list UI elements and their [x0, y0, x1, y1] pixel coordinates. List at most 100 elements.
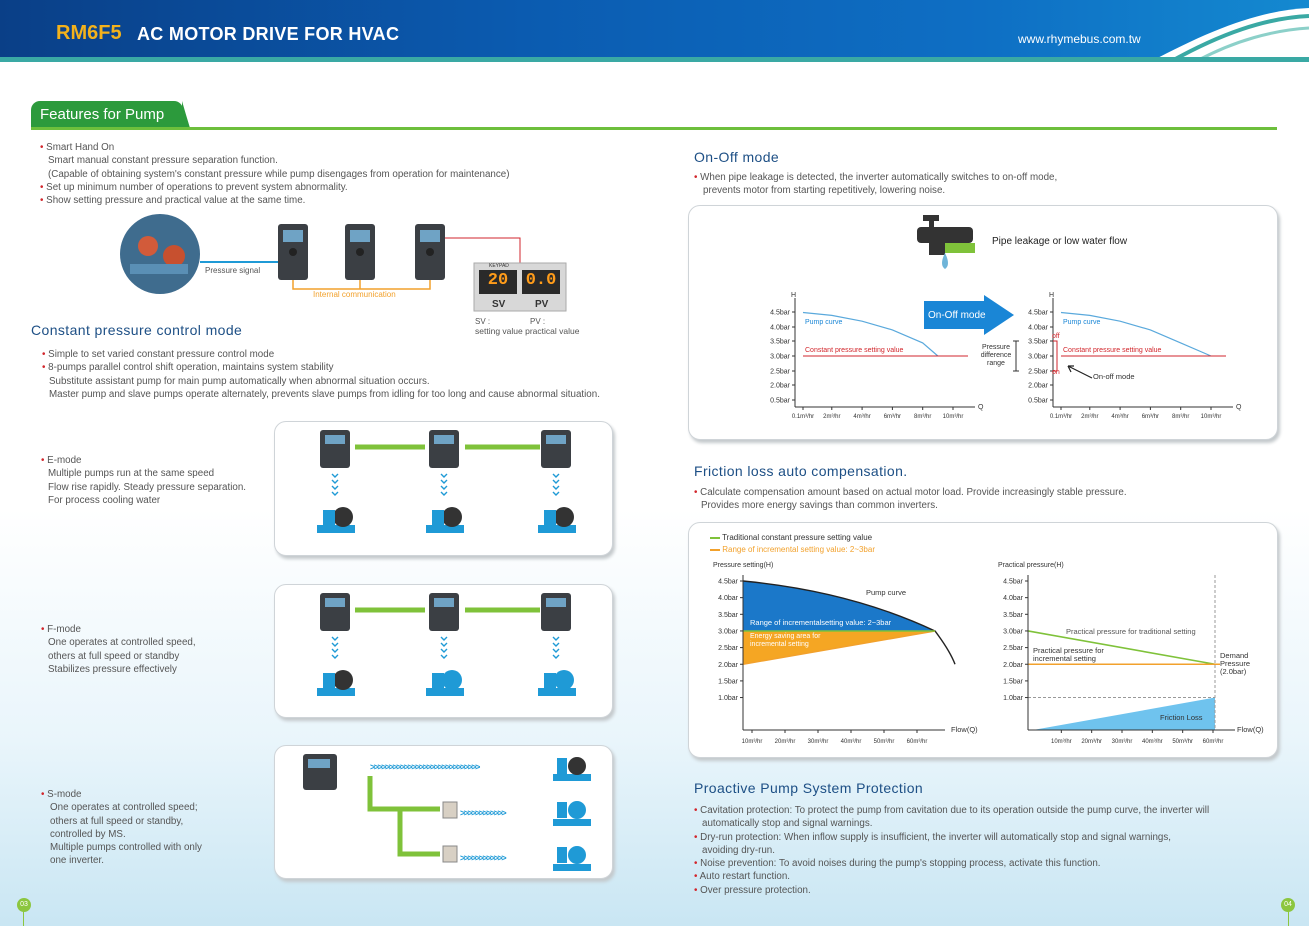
- onoff-title: On-Off mode: [694, 149, 780, 165]
- y-tick-label: 1.0bar: [1003, 695, 1024, 702]
- x-tick-label: 6m³/hr: [1142, 414, 1159, 420]
- protection-title: Proactive Pump System Protection: [694, 780, 924, 796]
- page-number-left: 03: [17, 898, 31, 912]
- y-tick-label: 3.5bar: [770, 339, 791, 346]
- pump-curve-area: [743, 581, 935, 631]
- pump-curve-line: [802, 311, 939, 357]
- leak-label: Pipe leakage or low water flow: [992, 236, 1128, 247]
- smode-flow-arrows-1: >>>>>>>>>>>>>>>>>>>>>>>>>>>>>: [370, 762, 480, 772]
- y-tick-label: 4.5bar: [770, 310, 791, 317]
- tab-corner: [182, 101, 190, 128]
- website-link[interactable]: www.rhymebus.com.tw: [1018, 32, 1141, 46]
- x-tick-label: 6m³/hr: [884, 414, 901, 420]
- onoff-chart-right: HQ4.5bar4.0bar3.5bar3.0bar2.5bar2.0bar0.…: [1028, 292, 1242, 420]
- x-tick-label: 40m³/hr: [841, 739, 862, 745]
- energy-saving-area: [743, 630, 935, 665]
- smart-hand-bullets: • Smart Hand On Smart manual constant pr…: [40, 142, 510, 207]
- sv-pv-caption: setting value practical value: [475, 326, 580, 336]
- pump-icon: [553, 801, 591, 826]
- y-tick-label: 3.0bar: [1028, 354, 1049, 361]
- x-tick-label: 50m³/hr: [874, 739, 895, 745]
- pump-icon: [553, 846, 591, 871]
- friction-loss-label: Friction Loss: [1160, 713, 1203, 722]
- y-tick-label: 3.0bar: [718, 628, 739, 635]
- x-tick-label: 60m³/hr: [1203, 739, 1224, 745]
- y-tick-label: 0.5bar: [770, 398, 791, 405]
- faucet-icon: [917, 215, 975, 269]
- pump-icon: [538, 670, 576, 696]
- legend-traditional: Traditional constant pressure setting va…: [710, 533, 872, 542]
- legend-incremental: Range of incremental setting value: 2~3b…: [710, 545, 875, 554]
- onoff-bullet: • When pipe leakage is detected, the inv…: [694, 172, 1058, 197]
- pump-curve-label: Pump curve: [1063, 319, 1100, 326]
- x-tick-label: 4m³/hr: [853, 414, 870, 420]
- smode-text: • S-mode One operates at controlled spee…: [41, 789, 202, 867]
- friction-right-ylabel: Practical pressure(H): [998, 562, 1064, 569]
- x-tick-label: 8m³/hr: [1172, 414, 1189, 420]
- y-tick-label: 3.5bar: [1028, 339, 1049, 346]
- x-tick-label: 40m³/hr: [1142, 739, 1163, 745]
- y-tick-label: 2.5bar: [1028, 369, 1049, 376]
- y-tick-label: 3.0bar: [770, 354, 791, 361]
- page-right-line: [1288, 911, 1289, 926]
- on-label: on: [1052, 369, 1060, 376]
- y-tick-label: 4.0bar: [1028, 325, 1049, 332]
- onoff-pointer-arrow: [1067, 365, 1093, 379]
- x-tick-label: 30m³/hr: [808, 739, 829, 745]
- pump-icon: [538, 507, 576, 533]
- pump-icon: [426, 507, 464, 533]
- x-tick-label: 20m³/hr: [775, 739, 796, 745]
- pressure-signal-label: Pressure signal: [205, 266, 261, 275]
- section-tab: Features for Pump: [31, 101, 183, 127]
- y-tick-label: 3.0bar: [1003, 628, 1024, 635]
- x-tick-label: 50m³/hr: [1172, 739, 1193, 745]
- traditional-line: [1027, 630, 1216, 666]
- y-tick-label: 2.0bar: [1003, 662, 1024, 669]
- setting-label: Constant pressure setting value: [805, 347, 904, 354]
- x-tick-label: 0.1m³/hr: [792, 414, 814, 420]
- inverter-1: [278, 224, 308, 280]
- pump-room-photo: [120, 214, 200, 294]
- smode-flow-arrows-3: >>>>>>>>>>>>: [460, 853, 507, 863]
- friction-right-xlabel: Flow(Q): [1237, 725, 1264, 734]
- y-tick-label: 0.5bar: [1028, 398, 1049, 405]
- sv-key-label: SV: [492, 299, 506, 310]
- y-tick-label: 4.5bar: [718, 579, 739, 586]
- x-tick-label: 8m³/hr: [914, 414, 931, 420]
- x-tick-label: 10m³/hr: [742, 739, 763, 745]
- constant-pressure-bullets: • Simple to set varied constant pressure…: [42, 349, 600, 400]
- pump-curve-line: [742, 580, 956, 665]
- page-left-line: [23, 911, 24, 926]
- page-title: AC MOTOR DRIVE FOR HVAC: [137, 24, 400, 44]
- x-tick-label: 10m³/hr: [1201, 414, 1222, 420]
- smode-flow-arrows-2: >>>>>>>>>>>>: [460, 808, 507, 818]
- smart-hand-diagram: [120, 214, 567, 312]
- onoff-chart-left: HQ4.5bar4.0bar3.5bar3.0bar2.5bar2.0bar0.…: [770, 292, 984, 420]
- x-axis-label: Q: [1236, 404, 1242, 411]
- x-tick-label: 20m³/hr: [1081, 739, 1102, 745]
- pump-curve-label: Pump curve: [805, 319, 842, 326]
- keypad-label: KEYPAD: [489, 263, 509, 269]
- range-label: Range of incrementalsetting value: 2~3ba…: [750, 618, 892, 627]
- internal-communication-label: Internal communication: [313, 290, 396, 299]
- y-tick-label: 2.5bar: [1003, 645, 1024, 652]
- smode-diagram: [303, 754, 591, 871]
- y-tick-label: 3.5bar: [1003, 612, 1024, 619]
- friction-title: Friction loss auto compensation.: [694, 463, 908, 479]
- x-tick-label: 10m³/hr: [1051, 739, 1072, 745]
- y-tick-label: 3.5bar: [718, 612, 739, 619]
- y-tick-label: 2.5bar: [718, 645, 739, 652]
- pressure-diff-bracket: [1013, 340, 1019, 372]
- pump-icon: [317, 670, 355, 696]
- y-tick-label: 2.5bar: [770, 369, 791, 376]
- friction-chart-left: 4.5bar4.0bar3.5bar3.0bar2.5bar2.0bar1.5b…: [718, 575, 956, 745]
- y-tick-label: 2.0bar: [770, 383, 791, 390]
- fmode-text: • F-mode One operates at controlled spee…: [41, 624, 196, 675]
- onoff-arrow-label: On-Off mode: [928, 310, 986, 321]
- constant-pressure-title: Constant pressure control mode: [31, 322, 243, 338]
- y-tick-label: 1.0bar: [718, 695, 739, 702]
- y-axis-label: H: [791, 292, 796, 299]
